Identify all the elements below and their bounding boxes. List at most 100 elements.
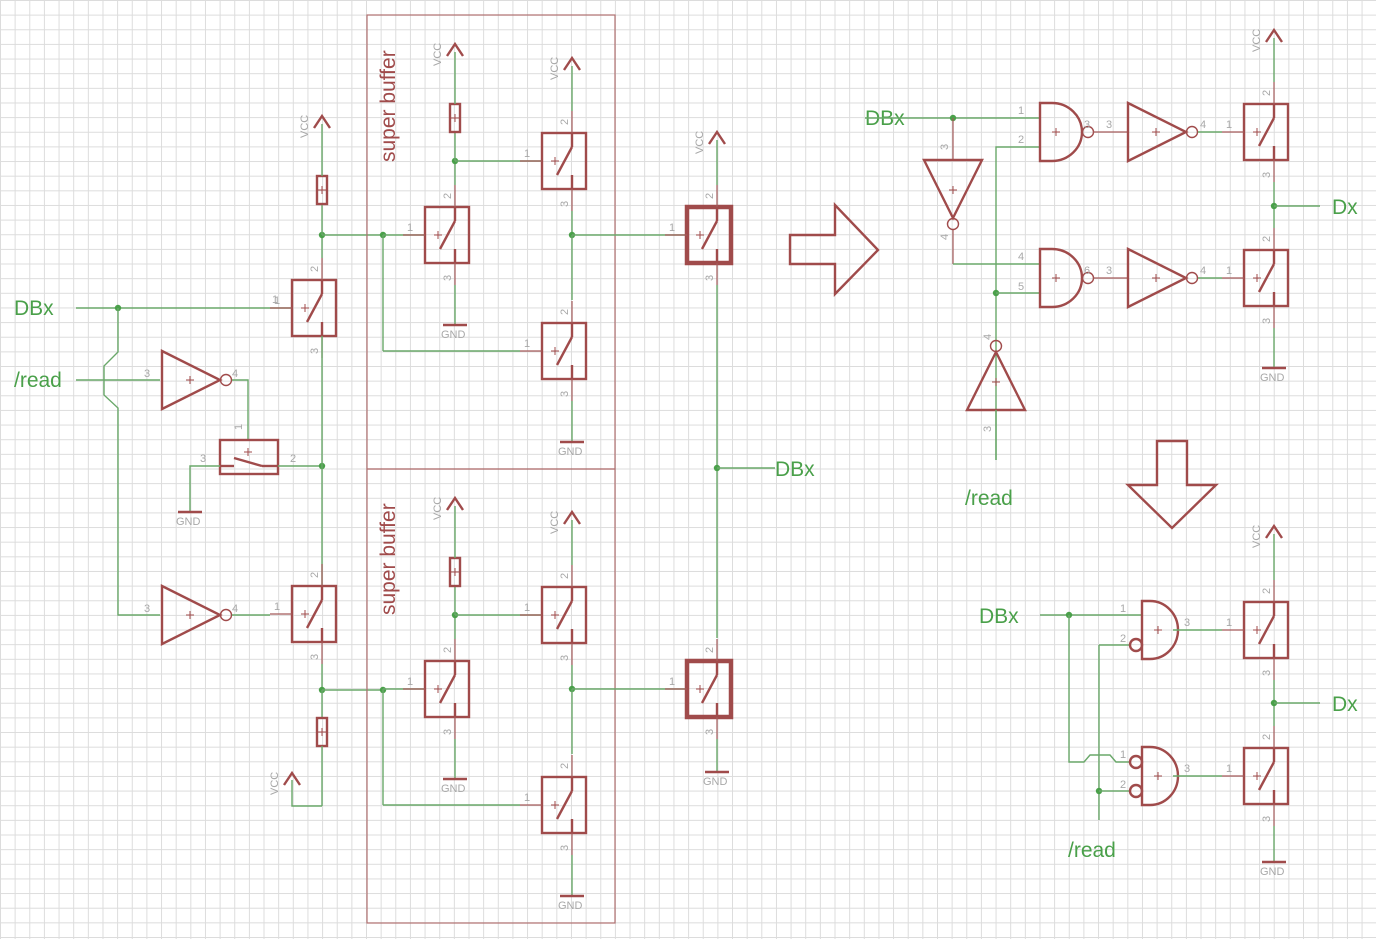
gnd-symbol: GND [1260,860,1286,878]
resistor [448,556,462,588]
switch-transistor: 231 [270,564,338,664]
pin-number: 2 [1261,236,1273,242]
inverter-triangle [922,158,984,221]
switch-blade [438,220,457,250]
vcc-label: VCC [299,115,311,138]
pin-number: 3 [704,729,716,735]
pin-number: 4 [232,603,238,615]
pin-number: 1 [274,601,280,613]
gnd-label: GND [176,516,201,528]
inverter-bubble [989,339,1003,353]
wire [189,465,220,512]
inverter-triangle [1126,101,1189,163]
switch-transistor-horizontal [218,438,280,476]
inverter-bubble [1185,125,1199,139]
pin-number: 2 [1120,779,1126,791]
gnd-symbol: GND [703,770,729,788]
vcc-arrow [1265,27,1283,43]
input-bubble [1128,783,1144,799]
vcc-arrow [1265,523,1283,539]
inverter-top [1126,101,1199,163]
vcc-arrow [313,113,331,129]
switch-blade [1257,263,1276,293]
vcc-label: VCC [694,131,706,154]
pin-number: 3 [559,655,571,661]
gnd-symbol: GND [176,510,202,528]
arrow-down-icon [1125,439,1219,530]
inverter-bubble [1185,271,1199,285]
pin-number: 2 [1261,588,1273,594]
switch-blade [555,336,574,366]
gnd-symbol: GND [441,777,467,795]
pin-number: 2 [559,763,571,769]
inverter-bubble [219,373,233,387]
resistor [315,716,329,748]
pin-number: 1 [524,602,530,614]
pin-number: 6 [1084,265,1090,277]
vcc-arrow [708,129,726,145]
pin-number: 3 [559,201,571,207]
gnd-symbol: GND [1260,366,1286,384]
pin-number: 3 [442,729,454,735]
switch-transistor: 231 [270,258,338,358]
gate-body [1140,599,1180,661]
pin-number: 3 [1261,670,1273,676]
switch-body [218,438,280,476]
inverter-triangle [160,349,223,411]
pin-number: 3 [200,453,206,465]
pin-number: 1 [233,424,245,430]
pin-number: 3 [1184,763,1190,775]
gate-body [1038,247,1084,309]
net-label-dbx-bottom-right: DBx [979,605,1019,628]
pin-number: 4 [232,368,238,380]
vcc-label: VCC [549,57,561,80]
pin-number: 1 [1120,603,1126,615]
pin-number: 2 [704,193,716,199]
inverter-bottom [1126,247,1199,309]
switch-transistor: 231 [520,565,588,665]
super-buffer-label-bottom: super buffer [377,503,400,615]
pin-number: 1 [1120,749,1126,761]
inverter-triangle [160,584,223,646]
pin-number: 3 [939,144,951,150]
pin-number: 3 [1184,617,1190,629]
gnd-label: GND [703,776,728,788]
resistor [315,174,329,206]
pin-number: 4 [1200,265,1206,277]
inverter-bubble [946,217,960,231]
switch-transistor: 231 [1222,580,1290,680]
switch-blade [438,674,457,704]
nand-gate-top [1038,101,1095,163]
gnd-symbol: GND [441,323,467,341]
net-label-dbx-left: DBx [14,297,54,320]
gnd-label: GND [1260,372,1285,384]
switch-transistor: 231 [1222,228,1290,328]
pin-number: 1 [274,295,280,307]
inverter-dbx [922,158,984,231]
inverter-triangle [1126,247,1189,309]
vcc-arrow [563,509,581,525]
switch-transistor: 231 [520,301,588,401]
and-gate-top [1128,599,1180,661]
pin-number: 4 [1200,119,1206,131]
resistor [448,102,462,134]
vcc-label: VCC [549,511,561,534]
output-switch-bottom: 231 [665,639,734,739]
pin-number: 3 [559,845,571,851]
pin-number: 2 [1120,633,1126,645]
switch-transistor: 231 [403,185,471,285]
input-bubble [1128,754,1144,770]
net-label-read-bottom-right: /read [1068,839,1116,862]
switch-blade [700,674,719,704]
super-buffer-frame-top [366,14,616,470]
net-label-read-left: /read [14,369,62,392]
pin-number: 3 [982,426,994,432]
gate-body [1038,101,1084,163]
vcc-symbol: VCC [432,41,464,66]
vcc-symbol: VCC [432,495,464,520]
pin-number: 2 [290,453,296,465]
net-label-dbx-mid: DBx [775,458,815,481]
net-label-dx-bottom-right: Dx [1332,693,1358,716]
super-buffer-label-top: super buffer [377,50,400,162]
